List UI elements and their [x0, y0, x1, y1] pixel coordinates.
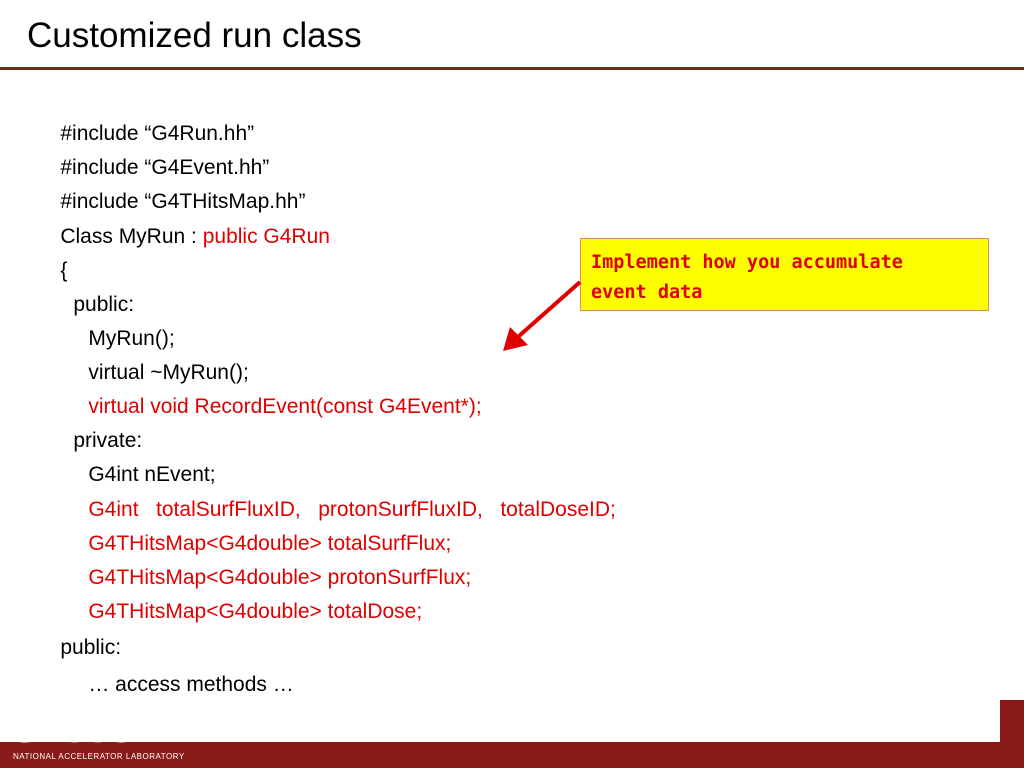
code-text-highlight: virtual void RecordEvent(const G4Event*)… — [88, 395, 482, 418]
title-divider — [0, 67, 1024, 70]
code-text: private: — [73, 429, 143, 452]
code-line-3: #include “G4THitsMap.hh” — [37, 166, 305, 238]
code-text: #include “G4Run.hh” — [60, 122, 255, 145]
code-text: MyRun(); — [88, 327, 175, 350]
content-area-cover — [0, 700, 1000, 742]
code-line-9: virtual void RecordEvent(const G4Event*)… — [65, 371, 482, 443]
code-line-4: Class MyRun : public G4Run — [37, 201, 330, 273]
code-line-1: #include “G4Run.hh” — [37, 98, 254, 170]
code-text-highlight: G4THitsMap<G4double> protonSurfFlux; — [88, 566, 472, 589]
code-text: G4int nEvent; — [88, 463, 216, 486]
code-text: Class MyRun : — [60, 225, 203, 248]
code-line-14: G4THitsMap<G4double> protonSurfFlux; — [65, 542, 471, 614]
code-text: public: — [60, 636, 122, 659]
code-line-16: public: — [37, 612, 121, 684]
code-text: { — [60, 259, 68, 282]
code-text: virtual ~MyRun(); — [88, 361, 249, 384]
code-line-15: G4THitsMap<G4double> totalDose; — [65, 576, 422, 648]
code-line-17: … access methods … — [65, 649, 294, 721]
logo-subtitle: NATIONAL ACCELERATOR LABORATORY — [13, 752, 185, 761]
code-text: public: — [73, 293, 135, 316]
code-line-7: MyRun(); — [65, 303, 175, 375]
code-line-12: G4int totalSurfFluxID, protonSurfFluxID,… — [65, 474, 616, 546]
code-text-highlight: G4THitsMap<G4double> totalSurfFlux; — [88, 532, 452, 555]
code-text: … access methods … — [88, 673, 294, 696]
code-text-highlight: G4THitsMap<G4double> totalDose; — [88, 600, 423, 623]
code-text: #include “G4THitsMap.hh” — [60, 190, 306, 213]
code-line-13: G4THitsMap<G4double> totalSurfFlux; — [65, 508, 451, 580]
callout-line-1: Implement how you accumulate — [591, 252, 903, 273]
code-line-8: virtual ~MyRun(); — [65, 337, 249, 409]
code-text-highlight: G4int totalSurfFluxID, protonSurfFluxID,… — [88, 498, 616, 521]
code-line-11: G4int nEvent; — [65, 439, 216, 511]
code-line-5: { — [37, 235, 67, 307]
callout-line-2: event data — [591, 282, 703, 303]
code-text: #include “G4Event.hh” — [60, 156, 270, 179]
code-line-2: #include “G4Event.hh” — [37, 132, 269, 204]
callout-box: Implement how you accumulate event data — [580, 238, 989, 311]
code-line-10: private: — [50, 405, 142, 477]
footer-bar — [0, 742, 1024, 768]
slac-logo: SLAC — [10, 703, 138, 752]
code-text-highlight: public G4Run — [202, 225, 330, 248]
code-line-6: public: — [50, 269, 134, 341]
slide-title: Customized run class — [27, 16, 362, 55]
